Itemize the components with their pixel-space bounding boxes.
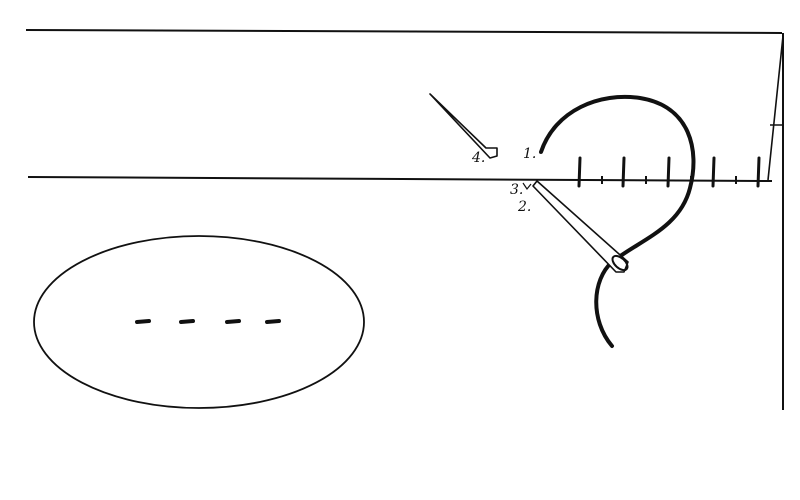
detail-stitches (135, 319, 281, 324)
fold-stitch (577, 156, 582, 188)
needle-eye (611, 254, 629, 272)
label-step-4: 4. (471, 150, 485, 166)
label-step-1: 1. (523, 146, 536, 162)
detail-stitch (179, 319, 195, 324)
thread (539, 95, 696, 348)
fabric-top-edge (25, 29, 783, 34)
fold-corner (767, 35, 784, 181)
label-step-3: 3. (510, 182, 523, 198)
detail-stitch (265, 319, 281, 324)
fold-stitch (711, 156, 716, 188)
fold-stitch (756, 156, 761, 188)
hem-fold-line (27, 176, 773, 182)
fold-stitch (621, 156, 626, 188)
needle-threaded (532, 180, 629, 273)
needle-loose (429, 93, 498, 159)
point-3-marker (522, 182, 532, 191)
detail-ellipse (33, 235, 365, 409)
detail-stitch (135, 319, 151, 324)
label-step-2: 2. (517, 199, 531, 215)
detail-stitch (225, 319, 241, 324)
fold-stitch (666, 156, 671, 188)
fold-stitches (577, 156, 761, 188)
